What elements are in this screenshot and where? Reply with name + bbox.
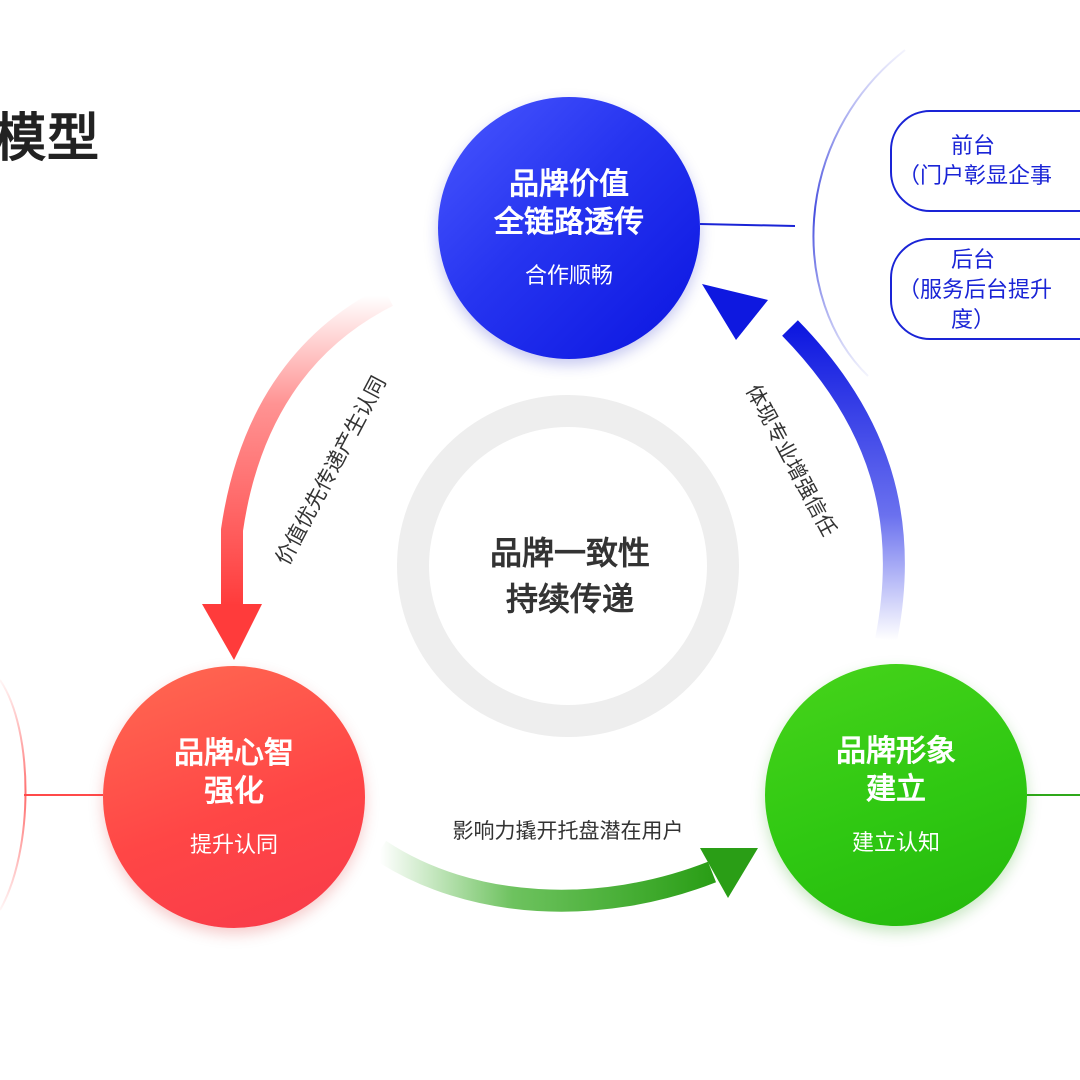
node-brand-value-title-2: 全链路透传 — [494, 205, 644, 240]
arrow-left-to-right-head — [700, 848, 758, 898]
node-brand-image-subtitle: 建立认知 — [851, 831, 940, 856]
center-label-line-2: 持续传递 — [505, 580, 634, 618]
node-brand-mind-title-2: 强化 — [204, 774, 264, 809]
pill-front-desk: 前台 （门户彰显企事 — [890, 110, 1080, 212]
arrow-right-to-top-head — [702, 284, 768, 340]
node-brand-value-subtitle: 合作顺畅 — [524, 264, 613, 289]
pill-back-office: 后台 （服务后台提升 度） — [890, 238, 1080, 340]
node-brand-image-title-1: 品牌形象 — [836, 734, 956, 769]
arrow-top-to-left-head — [202, 604, 262, 660]
center-label: 品牌一致性 持续传递 — [430, 530, 710, 622]
node-brand-mind-title-1: 品牌心智 — [174, 736, 294, 771]
pill-front-line-2: （门户彰显企事 — [898, 164, 1053, 189]
node-brand-image: 品牌形象 建立 建立认知 — [765, 664, 1027, 926]
node-brand-image-title-2: 建立 — [866, 772, 926, 807]
outer-arc-blue — [812, 49, 906, 377]
center-label-line-1: 品牌一致性 — [489, 534, 650, 572]
pill-front-line-1: 前台 — [950, 134, 995, 159]
node-brand-value-title-1: 品牌价值 — [509, 167, 629, 202]
pill-back-line-1: 后台 — [950, 248, 995, 273]
arrow-label-left-to-right: 影响力撬开托盘潜在用户 — [452, 819, 684, 843]
arrow-left-to-right — [373, 840, 717, 912]
pill-back-line-3: 度） — [950, 308, 995, 333]
pill-back-line-2: （服务后台提升 — [898, 278, 1053, 303]
node-brand-mind: 品牌心智 强化 提升认同 — [103, 666, 365, 928]
outer-arc-red — [0, 679, 27, 911]
center-ring — [397, 395, 739, 737]
page-title: 模型 — [0, 109, 101, 169]
arrow-top-to-left — [221, 286, 393, 606]
node-brand-mind-subtitle: 提升认同 — [189, 833, 278, 858]
connector-top-right — [699, 223, 796, 227]
node-brand-value: 品牌价值 全链路透传 合作顺畅 — [438, 97, 700, 359]
arrow-right-to-top — [782, 320, 905, 643]
